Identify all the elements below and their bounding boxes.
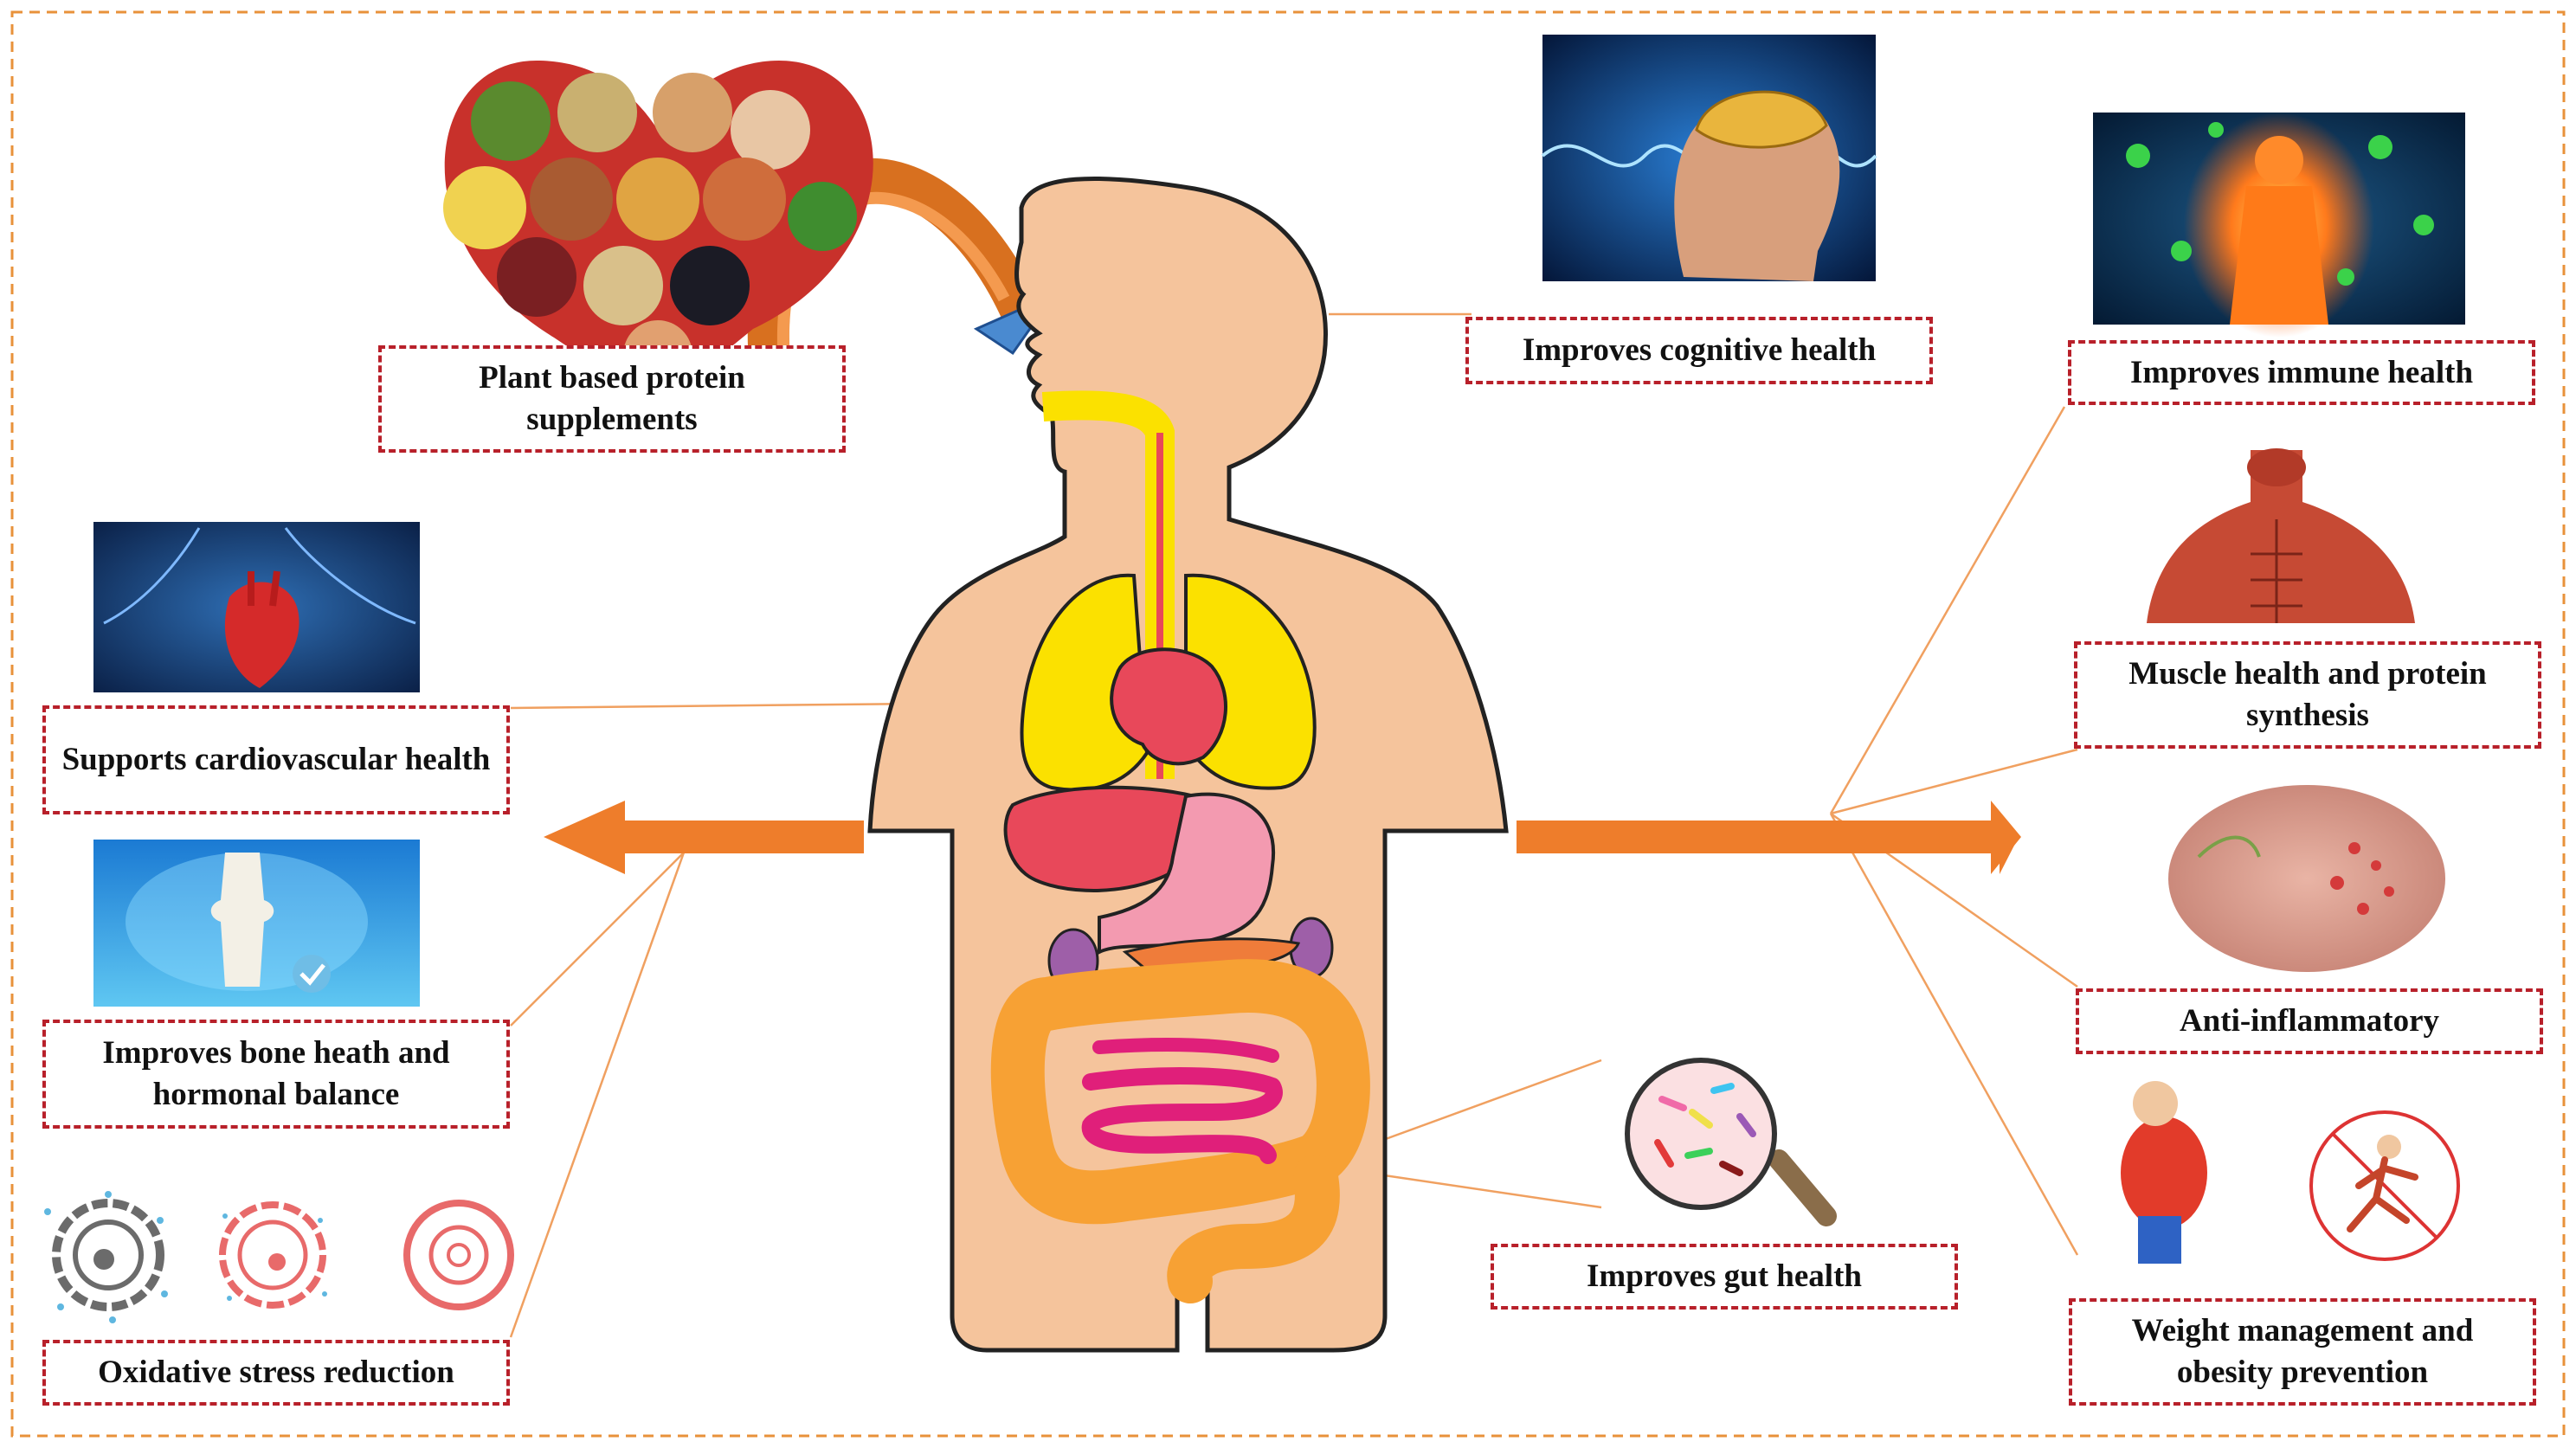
label-weight-management: Weight management and obesity prevention	[2069, 1298, 2536, 1406]
knee-joint-image	[93, 840, 420, 1007]
magnifier-bacteria-icon	[1625, 1058, 1837, 1226]
label-cognitive-health: Improves cognitive health	[1465, 317, 1933, 384]
anatomical-heart-image	[93, 522, 420, 692]
label-muscle-health: Muscle health and protein synthesis	[2074, 641, 2541, 749]
weight-management-icons	[2121, 1081, 2460, 1264]
label-anti-inflammatory: Anti-inflammatory	[2076, 988, 2543, 1054]
inflamed-skin-image	[2155, 783, 2470, 972]
label-gut-health: Improves gut health	[1491, 1244, 1958, 1310]
label-bone-health: Improves bone heath and hormonal balance	[42, 1020, 510, 1129]
right-arrow	[1517, 801, 2021, 874]
muscular-torso-image	[2147, 448, 2415, 623]
label-oxidative-stress: Oxidative stress reduction	[42, 1340, 510, 1406]
oxidative-cells-icons	[44, 1191, 514, 1323]
label-immune-health: Improves immune health	[2068, 340, 2535, 405]
immune-glow-image	[2093, 113, 2465, 338]
label-cardiovascular-health: Supports cardiovascular health	[42, 705, 510, 814]
human-body-illustration	[867, 177, 1509, 1353]
outer-frame	[10, 10, 2566, 1438]
label-plant-protein: Plant based protein supplements	[378, 345, 846, 453]
brain-head-image	[1541, 35, 1877, 281]
left-arrow	[544, 801, 864, 874]
